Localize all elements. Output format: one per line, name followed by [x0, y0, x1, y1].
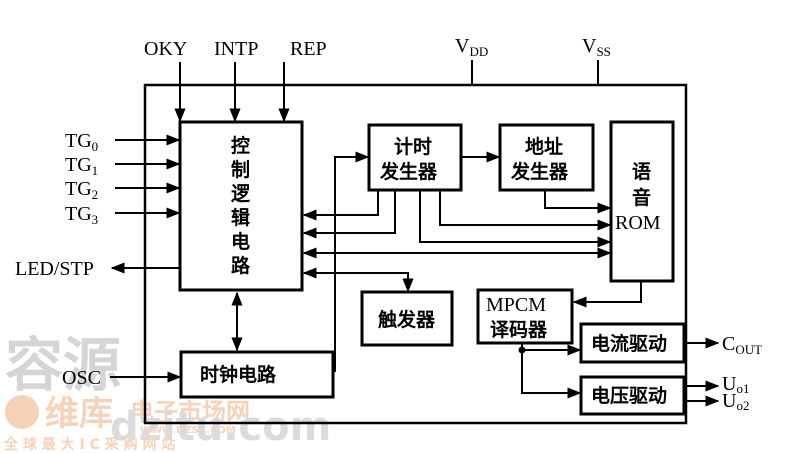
- trigger-block: 触发器: [360, 290, 454, 347]
- watermark-slogan: 全 球 最 大 I C 采 购 网 站: [3, 436, 175, 453]
- tg-inputs: TG0 TG1 TG2 TG3 LED/STP OSC: [15, 130, 182, 389]
- svg-text:发生器: 发生器: [510, 160, 569, 183]
- intp-label: INTP: [214, 38, 258, 60]
- vss-label: VSS: [582, 35, 611, 59]
- svg-text:地址: 地址: [525, 135, 563, 158]
- current-drive-block: 电流驱动: [579, 322, 686, 364]
- power-pins: VDD VSS: [455, 35, 611, 85]
- svg-text:触发器: 触发器: [378, 308, 436, 331]
- cout-label: COUT: [722, 333, 762, 357]
- svg-text:制: 制: [231, 158, 250, 181]
- connections: [231, 151, 720, 407]
- voltage-drive-block: 电压驱动: [579, 375, 686, 416]
- timer-generator-block: 计时 发生器: [367, 123, 463, 192]
- watermark-url: WWW.DZSC.COM: [140, 425, 236, 436]
- top-inputs: OKY INTP REP: [144, 38, 327, 123]
- oky-label: OKY: [144, 38, 187, 60]
- address-generator-block: 地址 发生器: [498, 123, 595, 192]
- uo2-label: Uo2: [722, 390, 749, 413]
- svg-text:ROM: ROM: [615, 212, 661, 234]
- watermark: 容源 维库 电子市场网 WWW.DZSC.COM dzitu.com 全 球 最…: [3, 331, 331, 453]
- control-logic-block: 控 制 逻 辑 电 路: [178, 120, 304, 292]
- svg-text:发生器: 发生器: [379, 160, 438, 183]
- watermark-logo-icon: [5, 395, 39, 429]
- svg-text:译码器: 译码器: [490, 319, 548, 341]
- svg-text:辑: 辑: [231, 206, 250, 229]
- voice-rom-block: 语 音 ROM: [609, 120, 675, 283]
- tg0-label: TG0: [65, 130, 98, 154]
- svg-text:路: 路: [231, 254, 251, 277]
- vdd-label: VDD: [455, 35, 488, 59]
- osc-label: OSC: [62, 367, 101, 389]
- tg3-label: TG3: [65, 203, 98, 227]
- led-stp-label: LED/STP: [15, 258, 94, 280]
- svg-text:语: 语: [632, 161, 651, 183]
- chip-outline: [143, 83, 688, 425]
- watermark-domain: dzitu.com: [110, 404, 331, 450]
- svg-text:电: 电: [231, 230, 250, 253]
- svg-text:MPCM: MPCM: [486, 294, 546, 316]
- tg2-label: TG2: [65, 178, 98, 202]
- junction-dot: [518, 346, 526, 354]
- svg-text:电压驱动: 电压驱动: [591, 384, 667, 407]
- svg-text:逻: 逻: [231, 183, 251, 205]
- tg1-label: TG1: [65, 154, 98, 178]
- svg-text:控: 控: [231, 134, 250, 157]
- svg-text:电流驱动: 电流驱动: [591, 332, 667, 355]
- clock-circuit-block: 时钟电路: [179, 350, 335, 399]
- watermark-brand: 维库: [45, 394, 113, 434]
- uo1-label: Uo1: [722, 373, 749, 396]
- rep-label: REP: [290, 38, 327, 60]
- svg-text:计时: 计时: [394, 136, 432, 158]
- svg-text:时钟电路: 时钟电路: [200, 363, 277, 386]
- svg-text:音: 音: [632, 186, 651, 209]
- outputs: COUT Uo1 Uo2: [722, 333, 762, 413]
- watermark-text: 容源: [5, 331, 121, 399]
- mpcm-decoder-block: MPCM 译码器: [476, 288, 574, 345]
- watermark-market: 电子市场网: [130, 398, 250, 426]
